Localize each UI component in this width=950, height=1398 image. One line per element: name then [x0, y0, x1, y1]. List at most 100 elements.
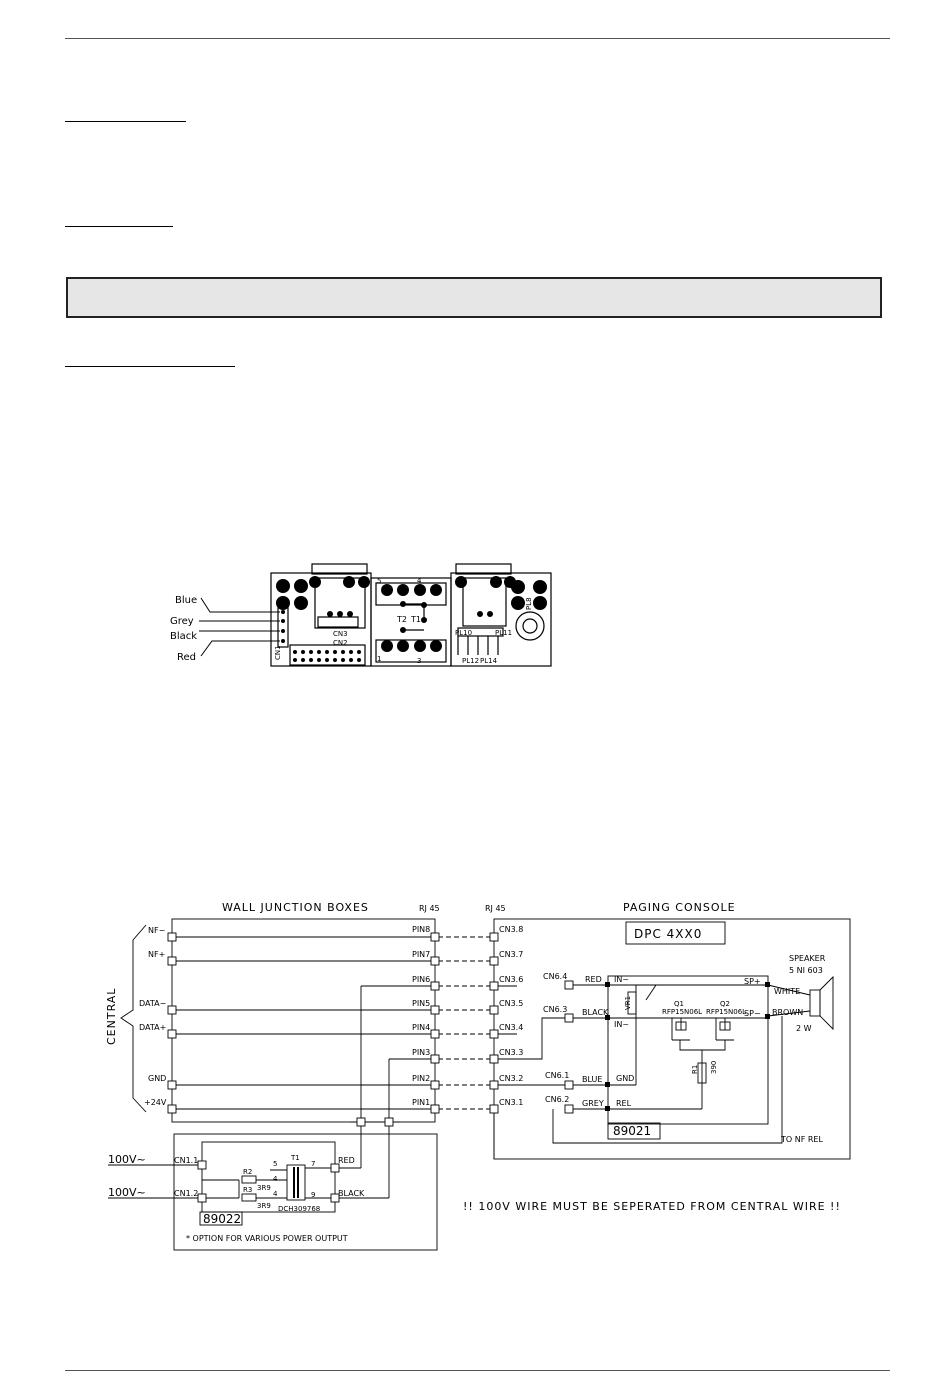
pcb-pads: [276, 576, 547, 652]
top-rule: [65, 38, 890, 39]
trafo-pin-4a: 4: [273, 1175, 278, 1183]
wire-blue-label: BLUE: [582, 1075, 602, 1084]
board-89022-label: 89022: [203, 1212, 241, 1226]
pcb-label-pin5: 5: [377, 577, 381, 585]
r1-value-label: 390: [710, 1061, 718, 1074]
trafo-pin-7: 7: [311, 1160, 315, 1168]
power-in-2-label: 100V~: [108, 1186, 146, 1199]
cn3-8-label: CN3.8: [499, 925, 523, 934]
wire-label-red: Red: [177, 652, 196, 663]
pcb-label-t2: T2: [396, 615, 407, 624]
speaker-label: SPEAKER: [789, 954, 826, 963]
cn6-labels: CN6.4 CN6.3 CN6.1 CN6.2 RED BLACK BLUE G…: [543, 954, 826, 1144]
transformer-labels: 100V~ 100V~ CN1.1 CN1.2 RED BLACK: [108, 1153, 365, 1199]
pin8-label: PIN8: [412, 925, 430, 934]
option-note: * OPTION FOR VARIOUS POWER OUTPUT: [186, 1234, 348, 1243]
speaker-power-label: 2 W: [796, 1024, 812, 1033]
highlight-box: [66, 277, 882, 318]
speaker-white-label: WHITE: [774, 987, 800, 996]
cn1-2-label: CN1.2: [174, 1189, 198, 1198]
pcb-pin-rows: [281, 610, 361, 662]
out-red-label: RED: [338, 1156, 355, 1165]
terminal-squares: [167, 932, 574, 1203]
pcb-label-pl14: PL14: [480, 657, 498, 665]
cn3-5-label: CN3.5: [499, 999, 523, 1008]
q2-label: Q2: [720, 1000, 730, 1008]
pin3-label: PIN3: [412, 1048, 430, 1057]
cn6-2-label: CN6.2: [545, 1095, 569, 1104]
pin5-label: PIN5: [412, 999, 430, 1008]
cn3-labels: CN3.8 CN3.7 CN3.6 CN3.5 CN3.4 CN3.3 CN3.…: [499, 925, 523, 1107]
trafo-part-label: DCH309768: [278, 1205, 320, 1213]
component-labels: Q1 Q2 RFP15N06L RFP15N06L VR1 R1 390: [624, 996, 746, 1074]
r2-label: R2: [243, 1168, 252, 1176]
separation-warning: !! 100V WIRE MUST BE SEPERATED FROM CENT…: [463, 1200, 841, 1213]
r3-value-label: 3R9: [257, 1202, 271, 1210]
potentiometer-vr1: [627, 991, 637, 1015]
wire-grey-label: GREY: [582, 1099, 604, 1108]
cn3-4-label: CN3.4: [499, 1023, 523, 1032]
left-signal-labels: NF− NF+ DATA− DATA+ GND +24V: [139, 926, 167, 1107]
cn6-3-label: CN6.3: [543, 1005, 567, 1014]
speaker-brown-label: BROWN: [772, 1008, 803, 1017]
t1-label: T1: [290, 1154, 300, 1162]
signal-data-plus: DATA+: [139, 1023, 166, 1032]
cn6-1-label: CN6.1: [545, 1071, 569, 1080]
cn3-6-label: CN3.6: [499, 975, 523, 984]
out-black-label: BLACK: [338, 1189, 365, 1198]
transistor-q2: [715, 1018, 734, 1041]
pcb-label-cn2: CN2: [333, 639, 348, 647]
transformer-wiring: [108, 1160, 390, 1202]
trafo-pin-5: 5: [273, 1160, 277, 1168]
speaker-model-label: 5 NI 603: [789, 966, 823, 975]
central-lines: [172, 936, 435, 1195]
pin1-label: PIN1: [412, 1098, 430, 1107]
q2-part-label: RFP15N06L: [706, 1008, 746, 1016]
model-label: DPC 4XX0: [634, 927, 702, 941]
pin-labels: PIN8 PIN7 PIN6 PIN5 PIN4 PIN3 PIN2 PIN1: [412, 925, 430, 1107]
pcb-label-pl11: PL11: [495, 629, 512, 637]
pcb-label-pin3: 3: [417, 657, 421, 665]
cn3-7-label: CN3.7: [499, 950, 523, 959]
board-89021-label: 89021: [613, 1124, 651, 1138]
sp-plus-label: SP+: [744, 977, 761, 986]
schematic-frames: [171, 918, 851, 1251]
pin2-label: PIN2: [412, 1074, 430, 1083]
schematic-rj45-left: RJ 45: [419, 904, 440, 913]
cn3-3-label: CN3.3: [499, 1048, 523, 1057]
pin7-label: PIN7: [412, 950, 430, 959]
resistor-r1: [697, 1062, 707, 1084]
q1-body: [675, 1021, 687, 1031]
transformer-component-labels: T1 R2 R3 3R9 3R9 DCH309768 5 7 4 4 3 9: [243, 1154, 320, 1213]
central-brace: [120, 924, 147, 1113]
pcb-label-pl8: PL8: [525, 597, 533, 610]
q2-body: [719, 1021, 731, 1031]
pcb-label-cn3: CN3: [333, 630, 348, 638]
vr1-label: VR1: [624, 996, 632, 1010]
pcb-label-pl12: PL12: [462, 657, 479, 665]
cn3-1-label: CN3.1: [499, 1098, 523, 1107]
transistor-q1: [671, 1018, 690, 1041]
wire-label-grey: Grey: [170, 616, 194, 627]
pcb-label-pin1: 1: [377, 655, 381, 663]
wire-red-label: RED: [585, 975, 602, 984]
cn1-1-label: CN1.1: [174, 1156, 198, 1165]
q1-part-label: RFP15N06L: [662, 1008, 702, 1016]
schematic-title-console: PAGING CONSOLE: [623, 901, 736, 914]
transformer-core: [293, 1167, 299, 1198]
to-nf-rel-label: TO NF REL: [780, 1135, 823, 1144]
schematic-central-label: CENTRAL: [105, 988, 118, 1045]
r3-label: R3: [243, 1186, 252, 1194]
heading-underline-2: [65, 226, 173, 227]
heading-underline-1: [65, 121, 186, 122]
pin6-label: PIN6: [412, 975, 430, 984]
power-in-1-label: 100V~: [108, 1153, 146, 1166]
term-in2-label: IN~: [614, 1020, 629, 1029]
pcb-wires: [199, 597, 280, 657]
cn6-4-label: CN6.4: [543, 972, 567, 981]
signal-nf-plus: NF+: [148, 950, 165, 959]
wire-label-blue: Blue: [175, 595, 197, 606]
rj45-dashed-links: [438, 936, 491, 1110]
